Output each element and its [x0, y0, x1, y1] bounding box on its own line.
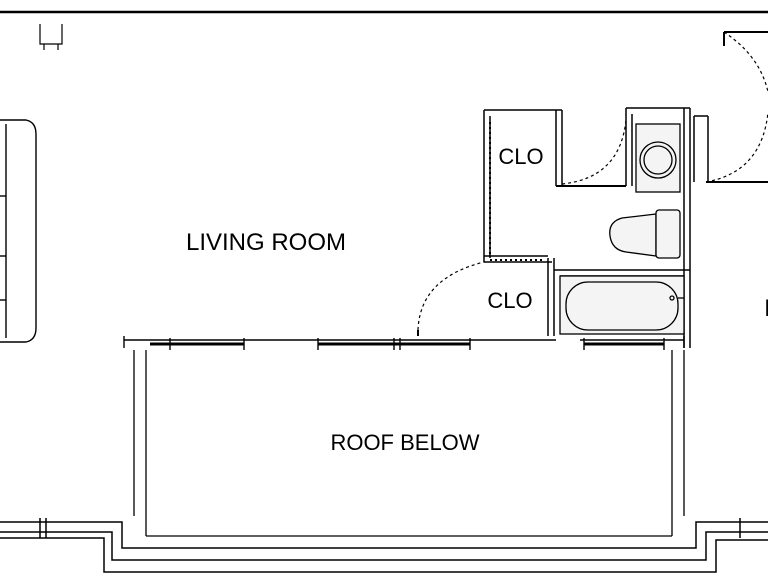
wall-fixture — [39, 24, 63, 50]
roof-below-label: ROOF BELOW — [330, 430, 479, 455]
closet-lower-label: CLO — [487, 288, 532, 313]
door-swings — [417, 31, 768, 336]
sofa-furniture — [0, 119, 37, 343]
washer-fixture — [635, 123, 681, 193]
window-wall — [123, 336, 685, 350]
bathtub-fixture — [559, 275, 685, 335]
toilet-fixture — [609, 209, 681, 259]
closet-walls — [483, 109, 563, 336]
living-room-label: LIVING ROOM — [186, 229, 346, 256]
roof-outline — [133, 350, 685, 537]
closet-upper-label: CLO — [498, 144, 543, 169]
exterior-wall-bottom — [0, 518, 768, 573]
partial-room-label: I — [764, 295, 768, 322]
